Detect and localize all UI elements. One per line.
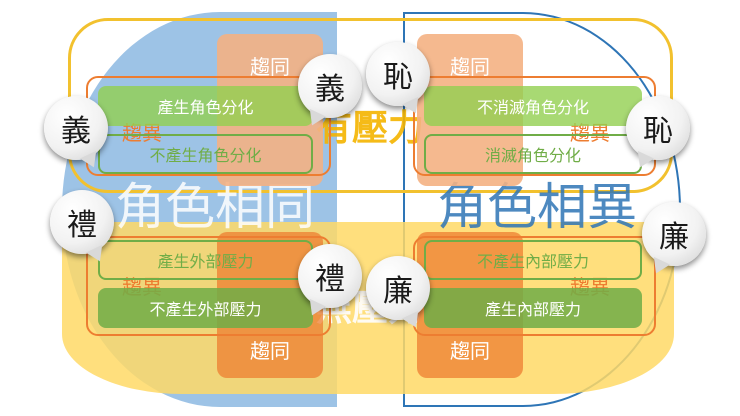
right-role-diff-label: 角色相異 (437, 178, 637, 236)
bl-row2-box (98, 288, 313, 328)
br-row2-box (424, 288, 642, 328)
tl-same-tag: 趨同 (250, 54, 290, 79)
bubble-yi-left: 義 (44, 96, 108, 160)
bubble-chi-center: 恥 (366, 42, 430, 106)
bl-same-tag: 趨同 (250, 338, 290, 363)
br-row1-text: 不產生內部壓力 (476, 252, 589, 271)
tl-row2-box (98, 134, 313, 174)
bubble-li-center: 禮 (298, 244, 362, 308)
bl-row1-text: 產生外部壓力 (157, 252, 254, 271)
bubble-li-left: 禮 (50, 190, 114, 254)
br-same-tag: 趨同 (450, 338, 490, 363)
tr-row1-text: 不消滅角色分化 (476, 98, 589, 117)
left-role-same-label: 角色相同 (115, 178, 315, 236)
bubble-lian-right: 廉 (642, 202, 706, 266)
tr-same-tag: 趨同 (450, 54, 490, 79)
bubble-chi-right: 恥 (626, 96, 690, 160)
br-row1-box (424, 240, 642, 280)
tr-row2-text: 消滅角色分化 (484, 146, 581, 165)
tl-row2-text: 不產生角色分化 (149, 146, 262, 165)
bl-row2-text: 不產生外部壓力 (149, 300, 262, 319)
br-row2-text: 產生內部壓力 (484, 300, 581, 319)
bubble-yi-center: 義 (298, 54, 362, 118)
tr-row1-box (424, 86, 642, 126)
tl-row1-box (98, 86, 313, 126)
bubble-lian-center: 廉 (366, 256, 430, 320)
tl-row1-text: 產生角色分化 (157, 98, 254, 117)
